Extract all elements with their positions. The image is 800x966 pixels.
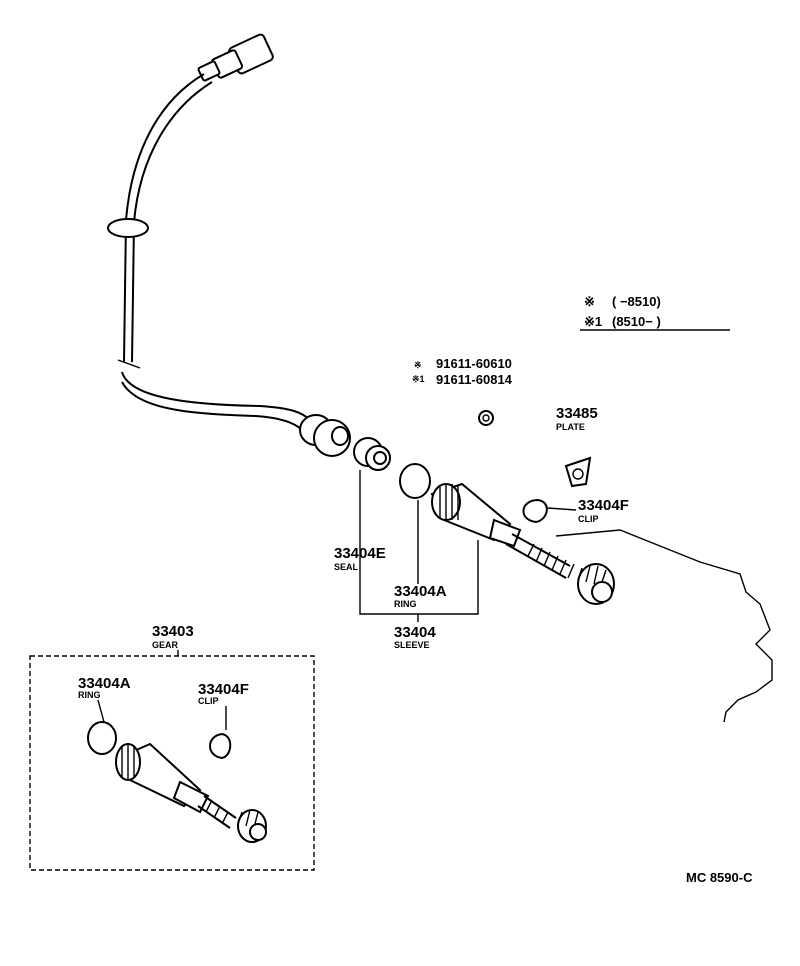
seal-part — [353, 437, 391, 471]
sleeve-number: 33404 — [394, 624, 436, 641]
gear-kit-name: GEAR — [152, 640, 179, 650]
ring-name: RING — [394, 599, 417, 609]
gear-kit-ring — [87, 721, 117, 755]
gear-kit-ring-name: RING — [78, 690, 101, 700]
ring-number: 33404A — [394, 583, 447, 600]
clip-name: CLIP — [578, 514, 599, 524]
bolt-line2-number: 91611-60814 — [436, 372, 513, 387]
o-ring-part — [399, 463, 431, 499]
legend: ※ ( −8510) ※1 (8510− ) — [580, 294, 730, 331]
plate-part — [564, 456, 592, 488]
seal-name: SEAL — [334, 562, 359, 572]
diagram-code: MC 8590-C — [686, 870, 753, 885]
speedometer-cable — [107, 33, 351, 457]
gear-kit-clip — [209, 733, 232, 759]
seal-number: 33404E — [334, 545, 386, 562]
gear-kit-number: 33403 — [152, 623, 194, 640]
bolt-line2-mark: ※1 — [412, 374, 425, 384]
legend-row2-range: (8510− ) — [612, 314, 661, 329]
cable-grommet — [107, 218, 149, 238]
legend-row2-mark: ※1 — [584, 314, 602, 329]
plate-name: PLATE — [556, 422, 585, 432]
clip-part — [522, 499, 548, 523]
legend-row1-mark: ※ — [584, 294, 595, 309]
bolt-line1-mark: ※ — [414, 360, 422, 370]
bolt-line1-number: 91611-60610 — [436, 356, 512, 371]
gear-kit-ring-number: 33404A — [78, 675, 131, 692]
legend-row1-range: ( −8510) — [612, 294, 661, 309]
sleeve-assembly — [430, 482, 615, 605]
sleeve-name: SLEEVE — [394, 640, 430, 650]
bolt-numbers: ※ 91611-60610 ※1 91611-60814 — [412, 356, 513, 387]
bolt-part — [478, 410, 494, 426]
transmission-outline — [555, 529, 773, 723]
gear-kit-clip-name: CLIP — [198, 696, 219, 706]
cable-transmission-end — [299, 414, 351, 457]
gear-kit-box: 33403 GEAR 33404A RING 33404F CLIP — [29, 623, 315, 871]
cable-top-connector — [197, 33, 274, 82]
gear-kit-clip-number: 33404F — [198, 681, 249, 698]
sleeve-bracket — [359, 470, 479, 622]
plate-number: 33485 — [556, 405, 598, 422]
gear-kit-assembly — [115, 742, 267, 843]
clip-number: 33404F — [578, 497, 629, 514]
